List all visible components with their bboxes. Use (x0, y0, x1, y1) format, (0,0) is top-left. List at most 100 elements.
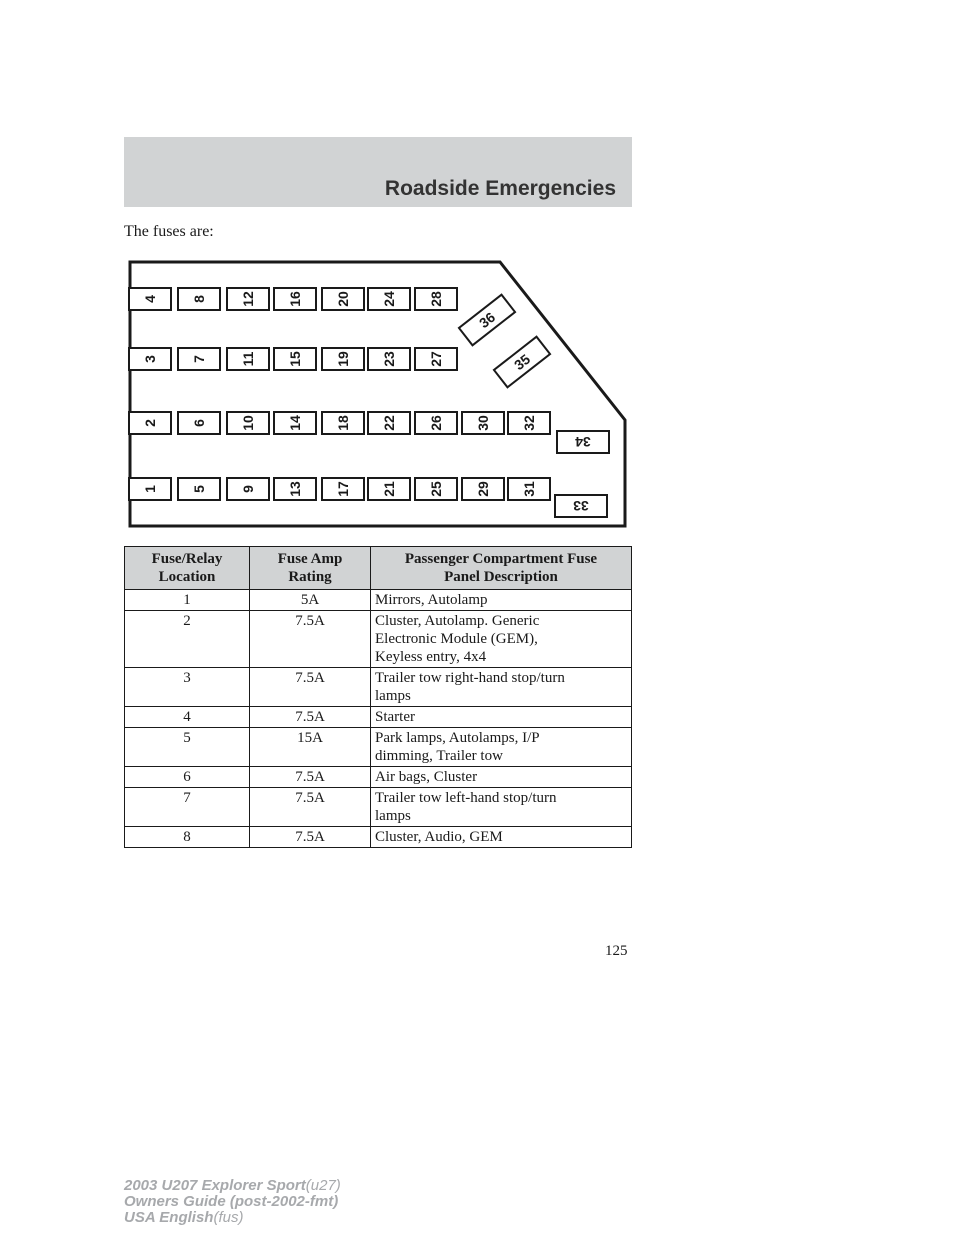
fuse-outline (457, 293, 517, 347)
fuse-outline (554, 494, 608, 518)
fuse-outline (177, 411, 221, 435)
fuse-28: 28 (414, 287, 458, 311)
fuse-outline (321, 347, 365, 371)
footer-line-2: Owners Guide (post-2002-fmt) (124, 1194, 341, 1210)
fuse-3: 3 (128, 347, 172, 371)
fuse-number-label: 21 (381, 481, 397, 497)
header-location-line-2: Location (158, 569, 216, 585)
fuse-outline (226, 287, 270, 311)
footer-line-1-text: 2003 U207 Explorer Sport (124, 1177, 306, 1194)
fuse-number-label: 1 (142, 485, 158, 493)
fuse-table: Fuse/Relay Location Fuse Amp Rating Pass… (124, 546, 632, 848)
fuse-12: 12 (226, 287, 270, 311)
fuse-number-label: 19 (335, 351, 351, 367)
fuse-description-line: Air bags, Cluster (375, 769, 478, 785)
fuse-number-label: 12 (240, 291, 256, 307)
fuse-description-line: Trailer tow right-hand stop/turn (375, 670, 565, 686)
fuse-number-label: 25 (428, 481, 444, 497)
fuse-location-cell: 4 (124, 706, 250, 728)
fuse-description-cell: Mirrors, Autolamp (370, 589, 632, 611)
fuse-29: 29 (461, 477, 505, 501)
fuse-location-cell: 2 (124, 610, 250, 668)
fuse-10: 10 (226, 411, 270, 435)
fuse-outline (177, 287, 221, 311)
footer-line-1-code: (u27) (305, 1177, 341, 1194)
fuse-30: 30 (461, 411, 505, 435)
fuse-number-label: 16 (287, 291, 303, 307)
fuse-2: 2 (128, 411, 172, 435)
fuse-outline (128, 477, 172, 501)
fuse-description-line: lamps (375, 688, 411, 704)
fuse-outline (273, 347, 317, 371)
fuse-21: 21 (367, 477, 411, 501)
header-rating-line-2: Rating (288, 569, 332, 585)
fuse-description-line: Electronic Module (GEM), (375, 631, 538, 647)
fuse-outline (321, 477, 365, 501)
header-location-line-1: Fuse/Relay (151, 551, 223, 567)
fuse-description-line: lamps (375, 808, 411, 824)
fuse-17: 17 (321, 477, 365, 501)
document-footer: 2003 U207 Explorer Sport(u27) Owners Gui… (124, 1178, 341, 1226)
header-description-line-2: Panel Description (444, 569, 558, 585)
fuse-number-label: 34 (575, 434, 591, 450)
fuse-outline (367, 347, 411, 371)
fuse-number-label: 32 (521, 415, 537, 431)
header-rating-line-1: Fuse Amp (277, 551, 343, 567)
fuse-number-label: 2 (142, 419, 158, 427)
fuse-26: 26 (414, 411, 458, 435)
fuse-35: 35 (492, 335, 552, 389)
fuse-15: 15 (273, 347, 317, 371)
fuse-number-label: 5 (191, 485, 207, 493)
fuse-number-label: 23 (381, 351, 397, 367)
fuse-33: 33 (554, 494, 608, 518)
fuse-number-label: 26 (428, 415, 444, 431)
fuse-outline (461, 411, 505, 435)
fuse-number-label: 9 (240, 485, 256, 493)
header-description-line-1: Passenger Compartment Fuse (404, 551, 598, 567)
fuse-number-label: 20 (335, 291, 351, 307)
fuse-22: 22 (367, 411, 411, 435)
fuse-outline (556, 430, 610, 454)
fuse-8: 8 (177, 287, 221, 311)
fuse-outline (414, 411, 458, 435)
footer-line-2-text: Owners Guide (post-2002-fmt) (124, 1193, 339, 1210)
fuse-panel-svg: 1234567891011121314151617181920212223242… (128, 260, 627, 528)
section-header-bar: Roadside Emergencies (124, 137, 632, 207)
fuse-outline (367, 287, 411, 311)
fuse-7: 7 (177, 347, 221, 371)
fuse-number-label: 29 (475, 481, 491, 497)
fuse-outline (461, 477, 505, 501)
fuse-number-label: 4 (142, 295, 158, 303)
fuse-rating-cell: 7.5A (249, 787, 371, 827)
fuse-number-label: 28 (428, 291, 444, 307)
fuse-outline (226, 411, 270, 435)
fuse-description-line: Park lamps, Autolamps, I/P (375, 730, 540, 746)
fuse-location-cell: 8 (124, 826, 250, 848)
fuse-outline (273, 411, 317, 435)
fuse-description-line: Mirrors, Autolamp (375, 592, 488, 608)
fuse-number-label: 27 (428, 351, 444, 367)
fuse-number-label: 30 (475, 415, 491, 431)
footer-line-3: USA English(fus) (124, 1210, 341, 1226)
fuse-outline (414, 347, 458, 371)
fuse-outline (321, 287, 365, 311)
fuse-description-cell: Air bags, Cluster (370, 766, 632, 788)
section-title: Roadside Emergencies (384, 177, 616, 200)
fuse-31: 31 (507, 477, 551, 501)
fuse-34: 34 (556, 430, 610, 454)
fuse-25: 25 (414, 477, 458, 501)
fuse-outline (177, 477, 221, 501)
fuse-outline (273, 287, 317, 311)
fuse-outline (367, 477, 411, 501)
fuse-36: 36 (457, 293, 517, 347)
fuse-rating-cell: 7.5A (249, 610, 371, 668)
